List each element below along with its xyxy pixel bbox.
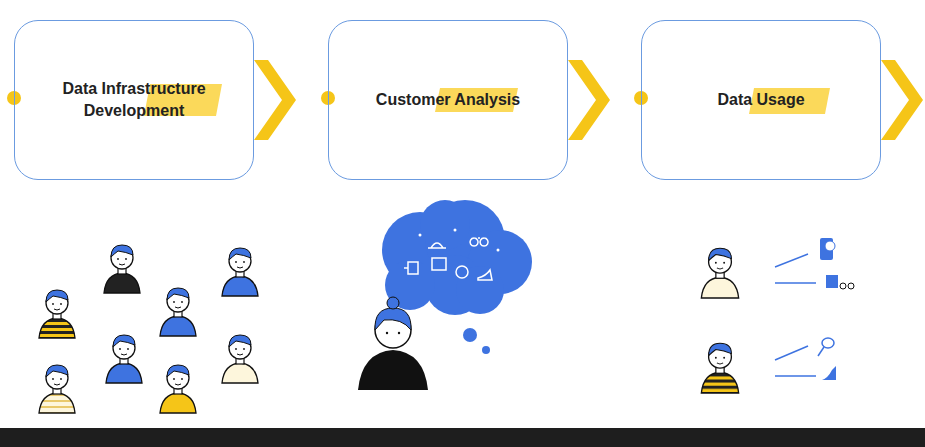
people-group: [39, 245, 258, 413]
box-label: Data Usage: [717, 89, 804, 111]
usage-illustration: [701, 238, 854, 393]
box-label: Customer Analysis: [376, 89, 520, 111]
text-highlight: [144, 84, 830, 116]
process-box: Data Usage: [641, 20, 881, 180]
box-label: Data Infrastructure Development: [52, 78, 217, 122]
chevron: [254, 60, 923, 140]
thinking-person: [358, 297, 428, 390]
process-box: Customer Analysis: [328, 20, 568, 180]
footer-bar: [0, 428, 925, 447]
process-box: Data Infrastructure Development: [14, 20, 254, 180]
